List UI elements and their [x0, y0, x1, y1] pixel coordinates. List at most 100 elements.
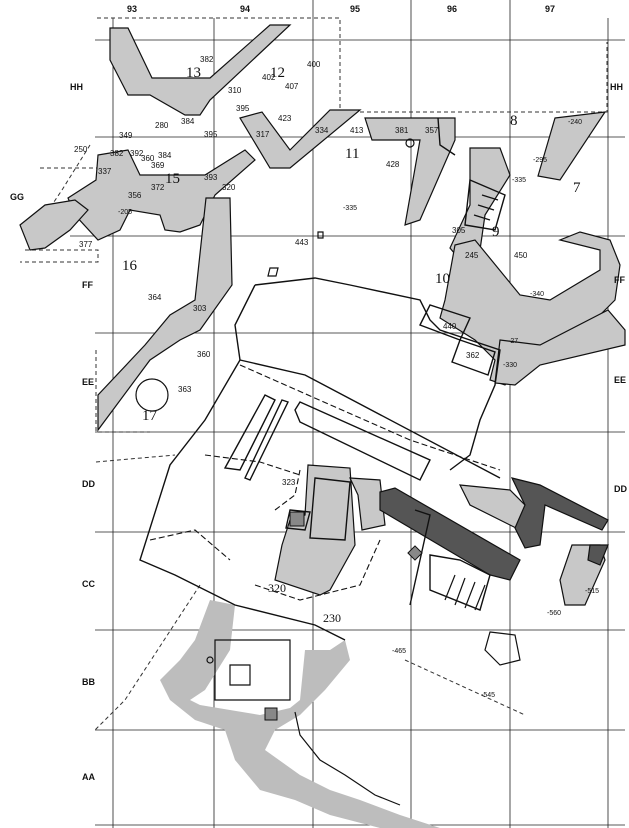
outline	[229, 664, 251, 686]
outline	[429, 554, 491, 611]
row-label-HH: HH	[70, 82, 83, 92]
step	[454, 577, 466, 606]
step	[464, 581, 476, 609]
outline	[484, 631, 521, 666]
outline	[309, 477, 351, 541]
room-10: 10	[435, 271, 450, 287]
room-12: 12	[270, 65, 285, 81]
feature-label: 362	[466, 351, 480, 360]
room-labels: 13 12 11 8 7 9 10 15 16 17	[122, 65, 581, 424]
feature-label: 384	[181, 117, 195, 126]
elevation-label: -545	[481, 692, 495, 699]
wall	[97, 197, 233, 432]
feature-label: 320	[268, 581, 286, 595]
feature-label: 382	[110, 149, 124, 158]
col-label-97: 97	[545, 4, 555, 14]
room-13: 13	[186, 65, 201, 81]
feature-label: 303	[193, 304, 207, 313]
trench-outline	[95, 454, 176, 463]
elevation-label: -295	[533, 157, 547, 164]
row-label-right-HH: HH	[610, 82, 623, 92]
feature-label: 349	[119, 131, 133, 140]
grid	[70, 0, 625, 828]
dashed-line	[254, 539, 381, 601]
feature-label: 443	[295, 238, 309, 247]
wall	[494, 309, 626, 386]
room-16: 16	[122, 258, 138, 274]
pillar	[289, 511, 305, 527]
feature-label: 310	[228, 86, 242, 95]
feature-label: 381	[395, 126, 409, 135]
feature-label: 360	[197, 350, 211, 359]
row-labels: HH GG FF EE DD CC BB AA HH FF EE DD	[10, 82, 627, 782]
feature-label: 423	[278, 114, 292, 123]
feature-label: 395	[236, 104, 250, 113]
dashed-line	[204, 454, 301, 476]
elevation-label: -240	[568, 119, 582, 126]
feature-label: 392	[130, 149, 144, 158]
elevation-label: -515	[585, 588, 599, 595]
outline	[234, 284, 256, 361]
elevation-label: -560	[547, 610, 561, 617]
row-label-EE: EE	[82, 377, 94, 387]
walls-dark	[379, 477, 609, 581]
feature-label: 320	[222, 183, 236, 192]
outline	[239, 359, 501, 479]
outline	[294, 711, 401, 806]
outline	[437, 117, 456, 156]
outline	[139, 359, 346, 641]
trench-outline	[20, 249, 99, 263]
room-7: 7	[573, 180, 581, 196]
room-9: 9	[492, 224, 500, 240]
feature-label: 356	[128, 191, 142, 200]
room-15: 15	[165, 171, 180, 187]
step	[473, 214, 491, 221]
step	[477, 204, 495, 211]
feature-label: 250	[74, 145, 88, 154]
feature-label: 384	[158, 151, 172, 160]
feature-label: 450	[514, 251, 528, 260]
feature-label: 393	[204, 173, 218, 182]
post-hole	[405, 138, 415, 148]
wall-dark	[587, 544, 609, 566]
elevation-label: -335	[512, 177, 526, 184]
pillars	[264, 511, 423, 721]
outline	[464, 178, 506, 231]
elevation-label: -465	[392, 648, 406, 655]
row-label-CC: CC	[82, 579, 95, 589]
dashed-line	[274, 469, 301, 511]
elevation-label: -335	[343, 205, 357, 212]
outline	[419, 304, 471, 341]
step	[444, 574, 456, 601]
row-label-right-DD: DD	[614, 484, 627, 494]
dashed-line	[239, 364, 501, 471]
wall-dark	[510, 477, 609, 549]
wall	[439, 231, 621, 386]
col-label-96: 96	[447, 4, 457, 14]
feature-label: 230	[323, 611, 341, 625]
elevation-label: -330	[503, 362, 517, 369]
room-17: 17	[142, 408, 158, 424]
wall	[109, 24, 292, 116]
row-label-GG: GG	[10, 192, 24, 202]
outline	[214, 639, 291, 701]
outline	[244, 399, 289, 481]
feature-label: 280	[155, 121, 169, 130]
feature-label: 317	[256, 130, 270, 139]
wall-dark	[379, 487, 521, 581]
feature-label: 337	[98, 167, 112, 176]
outline	[254, 277, 501, 471]
row-label-BB: BB	[82, 677, 95, 687]
feature-label: 400	[307, 60, 321, 69]
wall	[19, 199, 89, 251]
trench-outline	[40, 159, 106, 169]
outline	[223, 394, 276, 471]
feature-label: 334	[315, 126, 329, 135]
feature-label: 305	[452, 226, 466, 235]
row-label-AA: AA	[82, 772, 95, 782]
feature-label: 413	[350, 126, 364, 135]
feature-label: 357	[425, 126, 439, 135]
building-outlines	[139, 117, 506, 641]
wall	[349, 477, 386, 531]
